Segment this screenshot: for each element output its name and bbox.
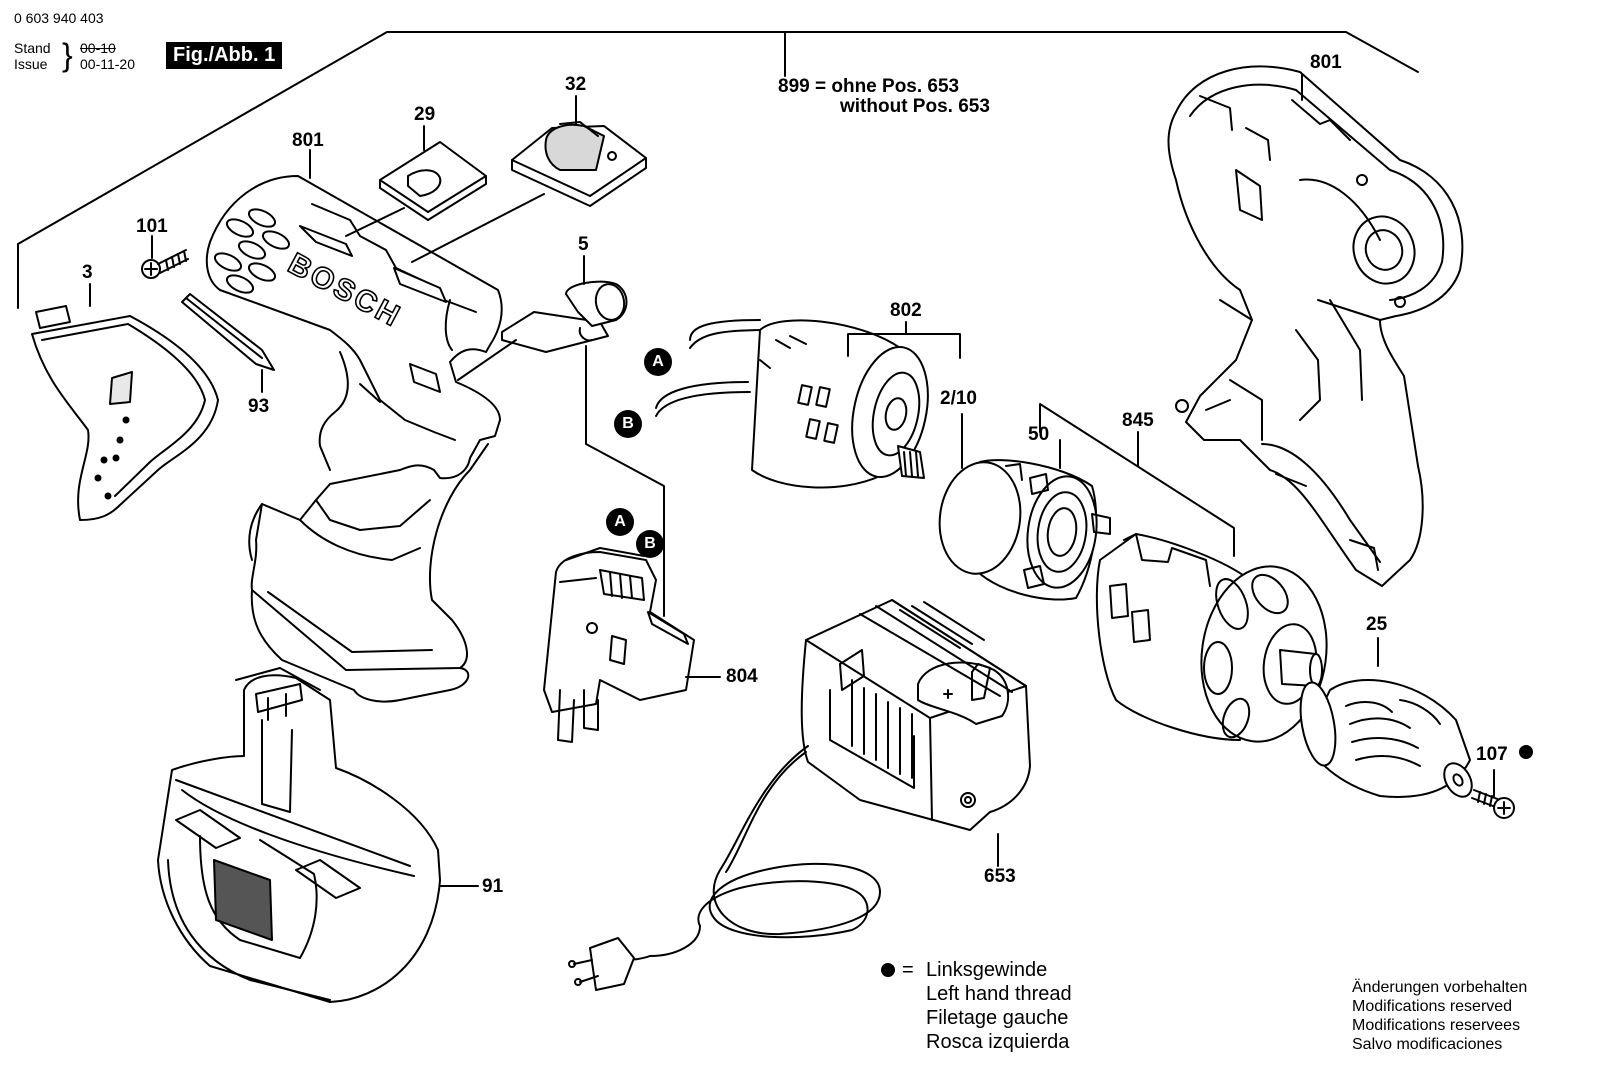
- part-cover-32: [511, 121, 647, 207]
- issue-value: 00-11-20: [80, 56, 136, 72]
- assembly-bracket-line: [17, 31, 1419, 309]
- label-5: 5: [578, 234, 589, 255]
- part-motor-802: [655, 319, 929, 489]
- part-bit-93: [181, 293, 275, 371]
- label-50: 50: [1028, 424, 1050, 445]
- wire-marker-b-switch: B: [636, 530, 664, 558]
- label-32: 32: [565, 74, 587, 95]
- stand-label: Stand: [14, 40, 51, 56]
- leader-29-to-housing: [345, 207, 405, 237]
- label-101: 101: [136, 216, 168, 237]
- part-housing-right-801: [1167, 65, 1464, 587]
- label-801-left: 801: [292, 130, 324, 151]
- wire-marker-a-motor: A: [644, 348, 672, 376]
- leader-32-to-housing: [411, 193, 545, 263]
- part-housing-left-801: [205, 175, 503, 703]
- leader-5-to-housing: [457, 339, 517, 381]
- legend-line-3: Filetage gauche: [926, 1007, 1069, 1029]
- part-screw-107: [1471, 789, 1515, 819]
- label-3: 3: [82, 262, 93, 283]
- part-gearbox-845: [1095, 533, 1328, 743]
- part-side-cover-3: [31, 305, 219, 521]
- label-25: 25: [1366, 614, 1388, 635]
- charger-cable: [568, 745, 881, 991]
- stand-value: 00-10: [80, 40, 116, 56]
- disclaimer-line-1: Änderungen vorbehalten: [1352, 979, 1528, 996]
- leader-5-to-switch: [585, 345, 665, 617]
- disclaimer-line-3: Modifications reservees: [1352, 1017, 1521, 1034]
- issue-label: Issue: [14, 56, 48, 72]
- label-801-right: 801: [1310, 52, 1342, 73]
- bracket-802: [847, 333, 961, 359]
- label-653: 653: [984, 866, 1016, 887]
- legend-equals: =: [902, 959, 914, 981]
- part-direction-switch-5: [501, 280, 628, 353]
- wire-marker-a-switch: A: [606, 508, 634, 536]
- legend-line-1: Linksgewinde: [926, 959, 1048, 981]
- part-charger-653: [800, 599, 1031, 831]
- label-804: 804: [726, 666, 758, 687]
- legend-line-4: Rosca izquierda: [926, 1031, 1070, 1053]
- assembly-note-line2: without Pos. 653: [840, 96, 990, 117]
- part-107-bullet-icon: [1519, 745, 1533, 759]
- brace-icon: }: [62, 37, 73, 73]
- part-switch-804: [543, 547, 695, 743]
- label-107: 107: [1476, 744, 1508, 765]
- label-91: 91: [482, 876, 504, 897]
- part-ring-gear-50: [938, 459, 1111, 601]
- label-29: 29: [414, 104, 436, 125]
- part-battery-91: [157, 667, 441, 1003]
- part-switch-cover-29: [379, 141, 487, 221]
- disclaimer-line-2: Modifications reserved: [1352, 998, 1513, 1015]
- label-802: 802: [890, 300, 922, 321]
- legend-bullet-icon: [881, 963, 895, 977]
- figure-label: Fig./Abb. 1: [166, 42, 283, 69]
- assembly-note-line1: 899 = ohne Pos. 653: [778, 76, 960, 97]
- label-845: 845: [1122, 410, 1154, 431]
- label-93: 93: [248, 396, 270, 417]
- part-chuck-25: [1299, 679, 1473, 798]
- label-2-10: 2/10: [940, 388, 977, 409]
- doc-number: 0 603 940 403: [14, 10, 104, 26]
- part-screw-101: [141, 249, 189, 279]
- brand-logo-text: BOSCH: [283, 247, 407, 334]
- legend-line-2: Left hand thread: [926, 983, 1072, 1005]
- disclaimer-line-4: Salvo modificaciones: [1352, 1036, 1503, 1053]
- wire-marker-b-motor: B: [614, 410, 642, 438]
